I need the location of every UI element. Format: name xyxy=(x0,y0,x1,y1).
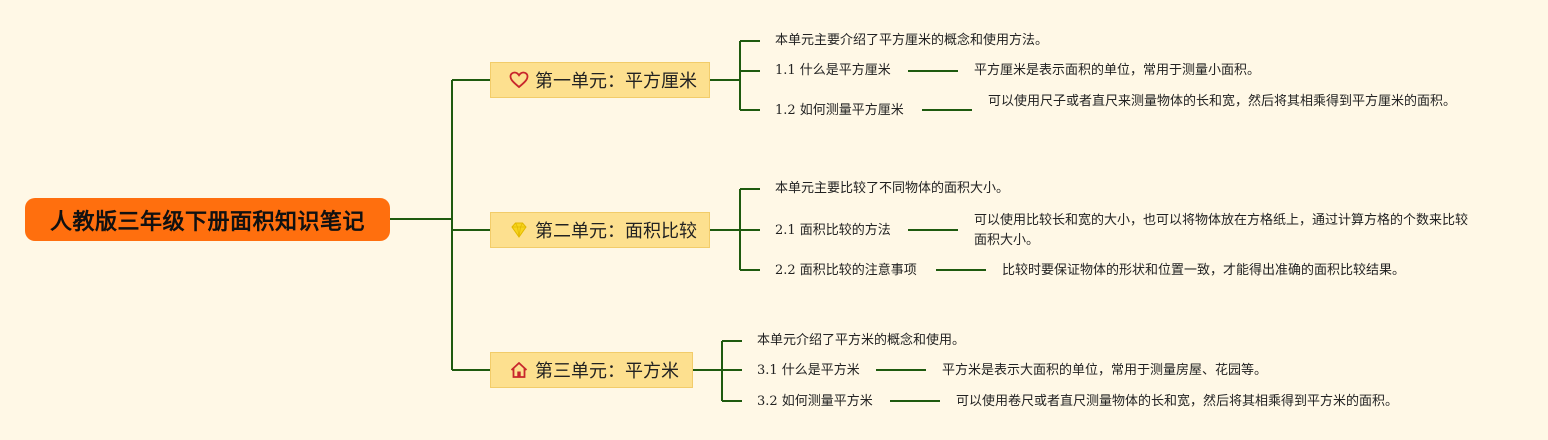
section-1-2-detail: 可以使用尺子或者直尺来测量物体的长和宽，然后将其相乘得到平方厘米的面积。 xyxy=(988,94,1457,109)
unit-1-node[interactable]: 第一单元：平方厘米 xyxy=(490,62,710,98)
heart-icon xyxy=(509,70,529,90)
section-3-2-label: 3.2 如何测量平方米 xyxy=(757,394,873,409)
section-3-1-label: 3.1 什么是平方米 xyxy=(757,363,860,378)
connector-unit-2 xyxy=(710,188,760,271)
section-1-1-label: 1.1 什么是平方厘米 xyxy=(775,63,891,78)
home-icon xyxy=(509,360,529,380)
unit-1-intro: 本单元主要介绍了平方厘米的概念和使用方法。 xyxy=(775,33,1049,48)
diamond-icon xyxy=(509,220,529,240)
connector-unit-3 xyxy=(693,340,742,402)
connector-unit-1 xyxy=(710,40,760,111)
unit-2-node[interactable]: 第二单元：面积比较 xyxy=(490,212,710,248)
unit-2-title: 第二单元：面积比较 xyxy=(535,221,697,242)
section-1-1-detail: 平方厘米是表示面积的单位，常用于测量小面积。 xyxy=(974,63,1261,78)
connector-root xyxy=(390,79,490,371)
unit-2-intro: 本单元主要比较了不同物体的面积大小。 xyxy=(775,181,1010,196)
section-2-1-detail: 可以使用比较长和宽的大小，也可以将物体放在方格纸上，通过计算方格的个数来比较面积… xyxy=(974,213,1469,248)
unit-1-title: 第一单元：平方厘米 xyxy=(535,71,697,92)
section-2-1-label: 2.1 面积比较的方法 xyxy=(775,223,891,238)
unit-3-node[interactable]: 第三单元：平方米 xyxy=(490,352,693,388)
section-2-2-detail: 比较时要保证物体的形状和位置一致，才能得出准确的面积比较结果。 xyxy=(1002,263,1406,278)
unit-3-intro: 本单元介绍了平方米的概念和使用。 xyxy=(757,333,966,348)
section-2-2-label: 2.2 面积比较的注意事项 xyxy=(775,263,917,278)
section-3-2-detail: 可以使用卷尺或者直尺测量物体的长和宽，然后将其相乘得到平方米的面积。 xyxy=(956,394,1399,409)
root-node[interactable]: 人教版三年级下册面积知识笔记 xyxy=(25,198,390,241)
section-3-1-detail: 平方米是表示大面积的单位，常用于测量房屋、花园等。 xyxy=(942,363,1268,378)
section-1-2-label: 1.2 如何测量平方厘米 xyxy=(775,103,904,118)
unit-3-title: 第三单元：平方米 xyxy=(535,361,679,382)
